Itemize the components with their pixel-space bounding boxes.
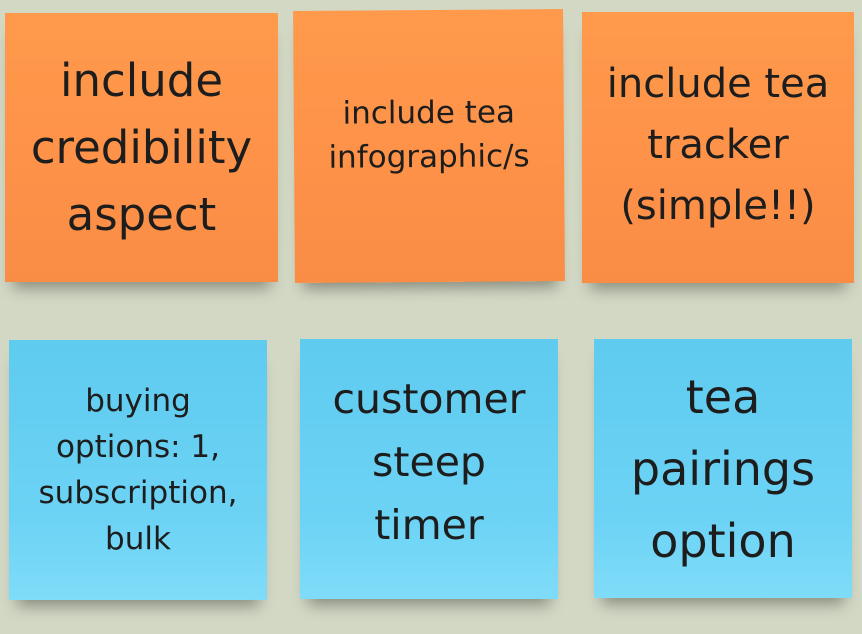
sticky-note-buying-options[interactable]: buying options: 1, subscription, bulk (9, 340, 267, 600)
sticky-note-tea-pairings[interactable]: tea pairings option (594, 339, 852, 598)
sticky-note-text: buying options: 1, subscription, bulk (38, 383, 238, 557)
sticky-note-text: include credibility aspect (30, 54, 253, 241)
sticky-note-text: customer steep timer (332, 374, 526, 549)
sticky-note-steep-timer[interactable]: customer steep timer (300, 339, 558, 599)
sticky-note-tea-tracker[interactable]: include tea tracker (simple!!) (582, 12, 854, 283)
sticky-note-text: tea pairings option (630, 369, 816, 568)
sticky-note-credibility[interactable]: include credibility aspect (5, 13, 278, 282)
sticky-note-text: include tea infographic/s (328, 94, 530, 176)
sticky-note-infographic[interactable]: include tea infographic/s (293, 9, 565, 283)
sticky-note-text: include tea tracker (simple!!) (606, 61, 830, 229)
